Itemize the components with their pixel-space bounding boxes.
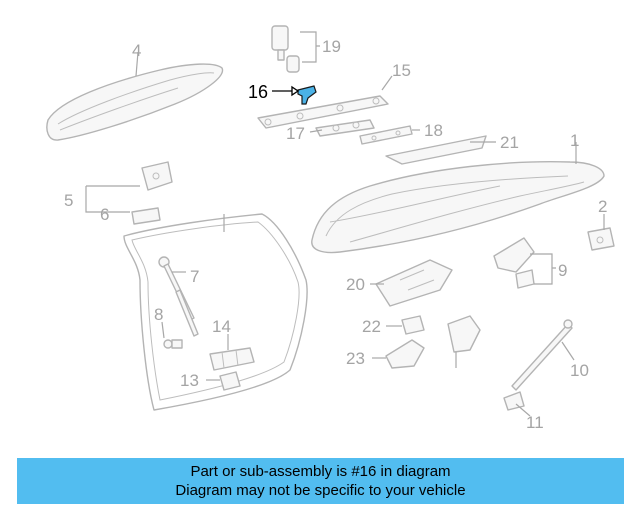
part-6-clip[interactable] bbox=[131, 207, 161, 225]
part-2-hinge[interactable] bbox=[587, 227, 615, 251]
callout-18: 21 bbox=[500, 133, 519, 152]
callout-5: 5 bbox=[64, 191, 73, 210]
callout-17: 18 bbox=[424, 121, 443, 140]
callout-19: 19 bbox=[322, 37, 341, 56]
callout-21: 22 bbox=[362, 317, 381, 336]
part-22-actuator[interactable] bbox=[385, 339, 425, 369]
weatherstrip[interactable] bbox=[123, 213, 308, 411]
part-9-hinge[interactable] bbox=[493, 237, 535, 289]
callout-20: 20 bbox=[346, 275, 365, 294]
part-11-clip[interactable] bbox=[503, 391, 525, 411]
callout-14: 15 bbox=[392, 61, 411, 80]
callout-22: 23 bbox=[346, 349, 365, 368]
part-23-cover[interactable] bbox=[447, 315, 481, 353]
info-banner: Part or sub-assembly is #16 in diagram D… bbox=[17, 458, 624, 504]
part-12-bumper[interactable] bbox=[219, 371, 241, 391]
callout-7: 7 bbox=[190, 267, 199, 286]
part-17-plate[interactable] bbox=[359, 125, 413, 145]
callout-2: 2 bbox=[598, 197, 607, 216]
callout-16: 16 bbox=[248, 82, 268, 102]
part-16-highlighted[interactable] bbox=[297, 85, 317, 105]
callout-10: 10 bbox=[570, 361, 589, 380]
callout-13: 14 bbox=[212, 317, 231, 336]
part-5-latch[interactable] bbox=[141, 161, 173, 191]
part-18-strip[interactable] bbox=[385, 135, 487, 165]
part-1-lift-gate[interactable] bbox=[311, 161, 605, 254]
part-21-clip[interactable] bbox=[401, 315, 425, 335]
part-20-latch-assembly[interactable] bbox=[375, 259, 453, 307]
part-10-rod[interactable] bbox=[511, 319, 573, 391]
part-15-bracket[interactable] bbox=[315, 119, 375, 137]
banner-line-2: Diagram may not be specific to your vehi… bbox=[175, 482, 466, 499]
callout-4: 4 bbox=[132, 41, 141, 60]
part-4-spoiler[interactable] bbox=[46, 63, 224, 141]
part-8-stud[interactable] bbox=[163, 339, 183, 349]
part-19-bolt[interactable] bbox=[271, 25, 300, 73]
banner-line-1: Part or sub-assembly is #16 in diagram bbox=[190, 463, 451, 480]
callout-6: 6 bbox=[100, 205, 109, 224]
part-14-hinge-bar[interactable] bbox=[257, 95, 389, 129]
callout-9: 9 bbox=[558, 261, 567, 280]
callout-11: 11 bbox=[526, 413, 544, 432]
callout-15: 17 bbox=[286, 124, 305, 143]
callout-12: 13 bbox=[180, 371, 199, 390]
part-7-strut[interactable] bbox=[158, 256, 199, 337]
part-13-bracket[interactable] bbox=[209, 347, 255, 371]
callout-8: 8 bbox=[154, 305, 163, 324]
callout-1: 1 bbox=[570, 131, 579, 150]
